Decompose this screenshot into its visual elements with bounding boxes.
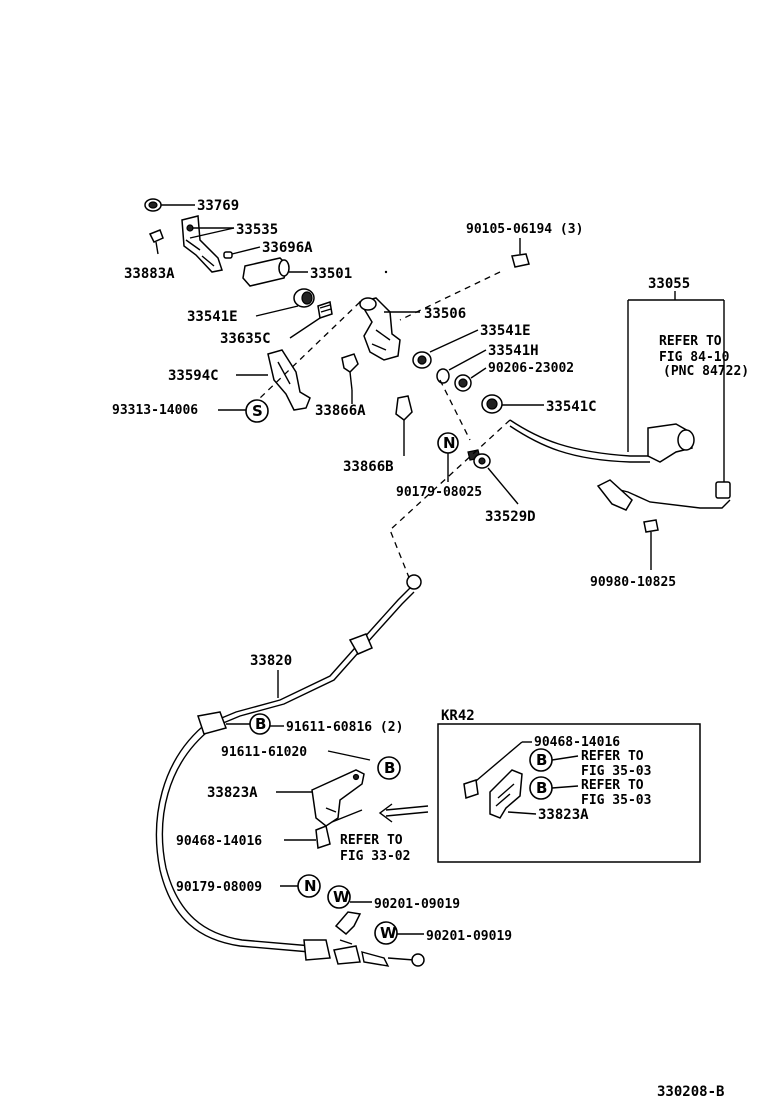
part-33769-shape (144, 198, 162, 212)
label-33594C: 33594C (168, 368, 219, 384)
label-33541E-left: 33541E (187, 309, 238, 325)
svg-text:B: B (384, 759, 395, 777)
part-33506-shape (358, 297, 401, 361)
part-33541E-right-shape (412, 351, 432, 369)
label-33696A: 33696A (262, 240, 313, 256)
part-kr-bracket-shape (489, 769, 523, 819)
ref-pnc-84722: (PNC 84722) (663, 364, 749, 379)
part-33055-shape (509, 419, 695, 463)
label-90206: 90206-23002 (488, 361, 574, 376)
label-33541C: 33541C (546, 399, 597, 415)
label-kr-90468-14016: 90468-14016 (534, 735, 620, 750)
label-33535: 33535 (236, 222, 278, 238)
label-33506: 33506 (424, 306, 466, 322)
label-33769: 33769 (197, 198, 239, 214)
svg-text:B: B (536, 779, 547, 797)
part-33541C-shape (481, 394, 503, 414)
label-90980: 90980-10825 (590, 575, 676, 590)
part-switch-wire-shape (596, 479, 731, 511)
label-90179-08025: 90179-08025 (396, 485, 482, 500)
symbol-n-top: N (437, 432, 459, 454)
part-33501-shape (242, 257, 290, 287)
symbol-b-kr-second: B (529, 776, 553, 800)
diagram-code: 330208-B (657, 1084, 724, 1100)
label-33866B: 33866B (343, 459, 394, 475)
svg-text:B: B (255, 715, 266, 733)
label-33529D: 33529D (485, 509, 536, 525)
part-90206-shape (454, 374, 472, 392)
symbol-w-second: W (374, 921, 398, 945)
ref-refer-to-kr2: REFER TO (581, 778, 644, 793)
label-91611-61020: 91611-61020 (221, 745, 307, 760)
inset-box (437, 723, 701, 863)
svg-text:B: B (536, 751, 547, 769)
label-90201-second: 90201-09019 (426, 929, 512, 944)
part-90980-shape (643, 519, 659, 533)
label-33823A: 33823A (207, 785, 258, 801)
label-33866A: 33866A (315, 403, 366, 419)
symbol-n-bottom: N (297, 874, 321, 898)
symbol-b-bracket: B (377, 756, 401, 780)
svg-text:N: N (443, 434, 456, 452)
ref-fig-33-02: FIG 33-02 (340, 849, 410, 864)
label-33635C: 33635C (220, 331, 271, 347)
symbol-b-kr-first: B (529, 748, 553, 772)
symbol-b-cable: B (249, 713, 271, 735)
part-90468-shape (315, 824, 331, 850)
part-33820-cable-shape (155, 574, 425, 967)
part-33529D-shape (473, 453, 491, 469)
svg-text:W: W (380, 924, 397, 942)
ref-fig-35-03-b: FIG 35-03 (581, 793, 651, 808)
symbol-s: S (245, 399, 269, 423)
part-33866B-shape (395, 395, 413, 421)
part-33696A-shape (223, 251, 233, 259)
label-90105: 90105-06194 (3) (466, 222, 583, 237)
part-33594C-shape (267, 349, 311, 411)
svg-text:S: S (252, 402, 263, 420)
ref-refer-to-kr1: REFER TO (581, 749, 644, 764)
label-33883A: 33883A (124, 266, 175, 282)
part-33635C-shape (317, 301, 333, 319)
part-kr-clip-shape (463, 779, 479, 799)
label-90468: 90468-14016 (176, 834, 262, 849)
label-91611-60816: 91611-60816 (2) (286, 720, 403, 735)
part-33883A-shape (148, 229, 164, 255)
label-33501: 33501 (310, 266, 352, 282)
label-33820: 33820 (250, 653, 292, 669)
part-33541E-left-shape (293, 288, 315, 308)
ref-refer-to-mid: REFER TO (340, 833, 403, 848)
svg-text:N: N (304, 877, 317, 895)
part-90105-shape (511, 253, 530, 268)
label-90201-first: 90201-09019 (374, 897, 460, 912)
label-33541E-right: 33541E (480, 323, 531, 339)
part-retainer-shape (334, 911, 362, 945)
label-33055: 33055 (648, 276, 690, 292)
part-33541H-shape (436, 368, 450, 384)
part-33535-shape (181, 215, 223, 273)
part-33866A-shape (341, 353, 359, 391)
part-33823A-shape (311, 769, 365, 827)
ref-refer-to-top: REFER TO (659, 334, 722, 349)
label-kr-33823A: 33823A (538, 807, 589, 823)
symbol-w-first: W (327, 885, 351, 909)
ref-fig-84-10: FIG 84-10 (659, 350, 730, 365)
svg-text:W: W (333, 888, 350, 906)
label-33541H: 33541H (488, 343, 539, 359)
ref-fig-35-03-a: FIG 35-03 (581, 764, 651, 779)
label-93313: 93313-14006 (112, 403, 198, 418)
inset-title: KR42 (441, 708, 475, 724)
label-90179-08009: 90179-08009 (176, 880, 262, 895)
